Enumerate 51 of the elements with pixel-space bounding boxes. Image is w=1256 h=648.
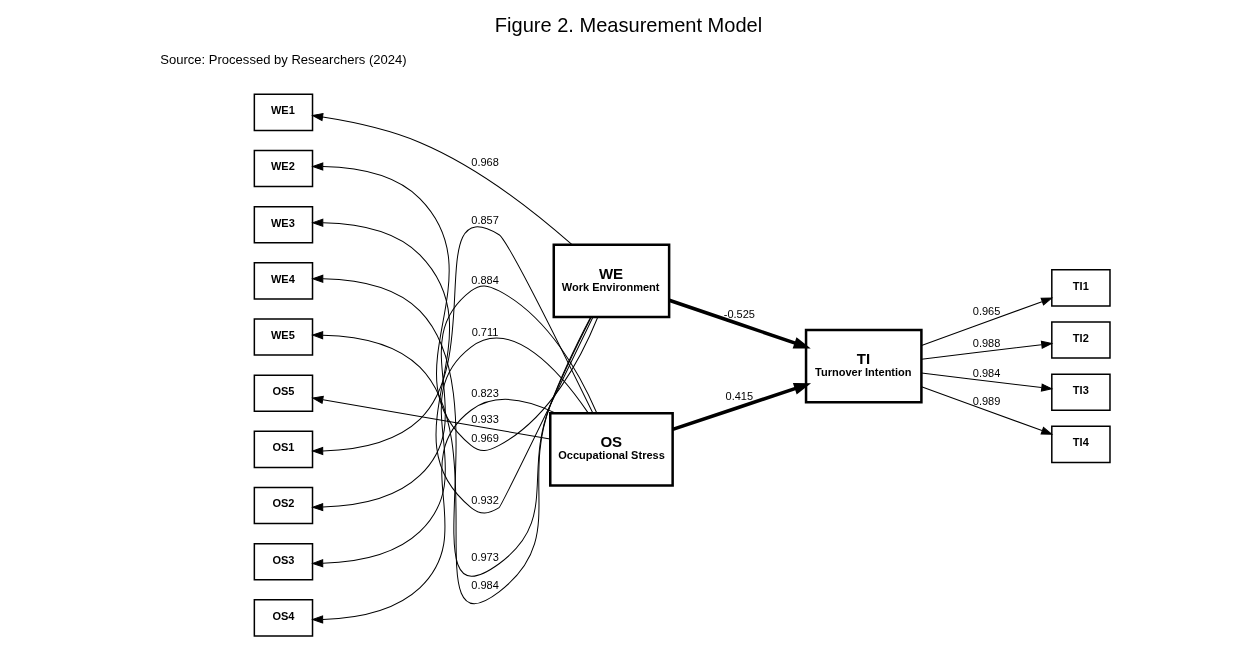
arrow [311,395,551,440]
node-box: WE2 [253,149,313,188]
node-box: TI Turnover Intention [804,328,923,404]
arrow [311,274,592,576]
edge-label: 0.973 [470,550,499,563]
node-box: OS5 [253,374,313,412]
arrow [920,297,1052,346]
edge-label: -0.525 [723,307,755,320]
edge-label: 0.984 [972,366,1000,379]
node-box: OS4 [253,599,313,637]
node-box: WE1 [253,93,313,132]
node-box: WE3 [253,205,313,244]
diagram-title: Figure 2. Measurement Model [494,14,762,37]
edge-label: 0.823 [470,387,499,400]
edge-label: 0.932 [470,494,499,507]
arrow [311,113,572,245]
edge-label: 0.984 [470,578,499,591]
edge-label: 0.884 [470,273,499,286]
node-box: TI4 [1050,425,1111,464]
arrow [920,386,1052,435]
arrow [311,285,597,512]
edge-label: 0.969 [470,432,499,445]
node-box: TI2 [1050,321,1111,359]
node-box: TI3 [1050,373,1111,411]
arrow [311,316,591,604]
arrow [671,383,811,431]
edge-label: 0.857 [470,214,499,227]
edge-label: 0.968 [470,156,499,169]
caption: Source: Processed by Researchers (2024) [159,51,407,67]
arrow [668,298,811,349]
arrow [311,218,593,514]
edge-label: 0.711 [471,325,498,338]
node-box: OS2 [253,486,313,525]
node-box: TI1 [1050,269,1111,307]
arrow [311,162,598,451]
node-box: WE4 [253,262,313,300]
edge-label: 0.415 [725,390,753,403]
edge-label: 0.988 [972,336,1000,349]
edge-label: 0.965 [972,304,1000,317]
arrow [311,398,556,624]
node-box: OS Occupational Stress [548,412,674,487]
node-box: OS1 [253,430,313,469]
node-box: OS3 [253,542,313,581]
edge-label: 0.989 [972,395,1000,408]
node-box: WE Work Environment [552,243,670,319]
node-box: WE5 [253,318,313,356]
arrow [311,226,593,455]
edge-label: 0.933 [470,413,499,426]
arrow [311,337,589,568]
arrow [920,340,1052,360]
arrow [920,372,1052,392]
